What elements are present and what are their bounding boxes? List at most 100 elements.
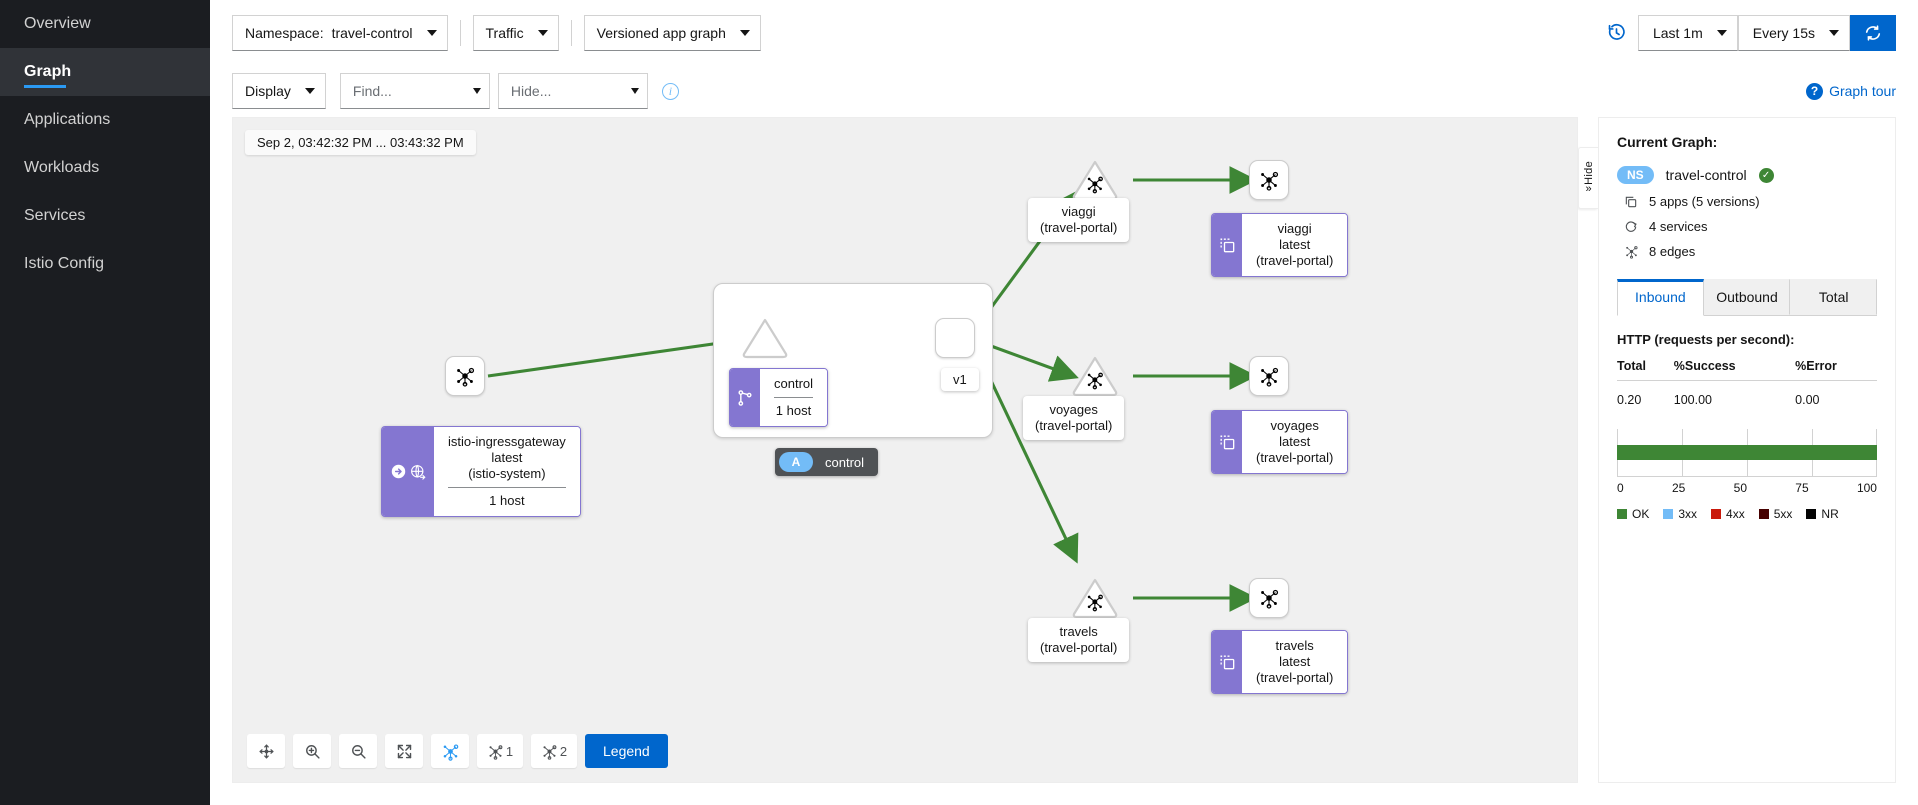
http-rates-title: HTTP (requests per second): xyxy=(1617,332,1795,347)
graph-node-travels-app-icon[interactable] xyxy=(1249,578,1289,618)
refresh-interval-selector[interactable]: Every 15s xyxy=(1737,14,1850,51)
toolbar-secondary: Display Find... Hide... i ? Graph tour xyxy=(210,65,1918,117)
graph-node-voyages-service-icon[interactable] xyxy=(1071,354,1119,403)
node-version: latest xyxy=(1279,434,1311,449)
graph-canvas[interactable]: Sep 2, 03:42:32 PM ... 03:43:32 PM xyxy=(232,117,1578,783)
time-range-value: Last 1m xyxy=(1652,24,1703,41)
info-icon[interactable]: i xyxy=(661,82,679,100)
zoom-in-icon[interactable] xyxy=(293,734,331,768)
stat-text: 8 edges xyxy=(1649,244,1696,259)
mesh-icon xyxy=(457,367,475,387)
node-card-body: istio-ingressgateway latest (istio-syste… xyxy=(434,427,580,516)
graph-layout-default-icon[interactable] xyxy=(431,734,469,768)
history-icon[interactable] xyxy=(1607,23,1626,42)
sidebar-item-istio-config[interactable]: Istio Config xyxy=(0,240,210,288)
zoom-out-icon[interactable] xyxy=(339,734,377,768)
divider xyxy=(448,487,566,488)
graph-node-control-app[interactable]: control 1 host xyxy=(729,368,829,427)
table-row: 0.20 100.00 0.00 xyxy=(1617,381,1877,407)
time-range-selector[interactable]: Last 1m xyxy=(1637,14,1738,51)
fit-to-screen-icon[interactable] xyxy=(385,734,423,768)
node-badges xyxy=(382,427,434,516)
node-namespace: (travel-portal) xyxy=(1035,418,1113,433)
summary-panel: Current Graph: NS travel-control ✓ 5 app… xyxy=(1598,117,1896,783)
graph-node-voyages-app[interactable]: voyages latest (travel-portal) xyxy=(1211,410,1349,474)
workload-branch-icon xyxy=(738,389,752,406)
legend-button[interactable]: Legend xyxy=(585,734,668,768)
tab-total[interactable]: Total xyxy=(1790,279,1878,315)
legend-item-5xx: 5xx xyxy=(1758,507,1793,521)
node-card-body: voyages latest (travel-portal) xyxy=(1242,411,1348,473)
ns-name: travel-control xyxy=(1665,167,1747,183)
legend-item-4xx: 4xx xyxy=(1711,507,1745,521)
toolbar-primary: Namespace: travel-control Traffic Versio… xyxy=(210,0,1918,65)
col-error: %Error xyxy=(1795,359,1877,381)
find-input[interactable]: Find... xyxy=(339,73,490,109)
graph-node-viaggi-app[interactable]: viaggi latest (travel-portal) xyxy=(1211,213,1349,277)
graph-node-travels-service-icon[interactable] xyxy=(1071,576,1119,625)
sidebar-item-label: Services xyxy=(24,207,86,224)
graph-node-voyages-app-icon[interactable] xyxy=(1249,356,1289,396)
graph-node-viaggi-service[interactable]: viaggi (travel-portal) xyxy=(1028,198,1130,242)
sidebar-item-graph[interactable]: Graph xyxy=(0,48,210,96)
col-success: %Success xyxy=(1673,359,1796,381)
drag-pan-icon[interactable] xyxy=(247,734,285,768)
hide-input[interactable]: Hide... xyxy=(497,73,648,109)
chevron-down-icon xyxy=(537,29,548,36)
node-badges xyxy=(1212,631,1242,693)
node-detail: 1 host xyxy=(775,403,812,418)
graph-node-voyages-service[interactable]: voyages (travel-portal) xyxy=(1023,396,1125,440)
graph-layout-2-icon[interactable]: 2 xyxy=(531,734,577,768)
graph-node-travels-service[interactable]: travels (travel-portal) xyxy=(1028,618,1130,662)
graph-type-selector[interactable]: Versioned app graph xyxy=(583,14,761,51)
tab-outbound[interactable]: Outbound xyxy=(1703,279,1791,315)
divider xyxy=(459,19,461,46)
legend-swatch xyxy=(1617,509,1627,519)
app-badge-label: control xyxy=(825,454,865,470)
node-title: control xyxy=(774,376,814,391)
graph-node-control-v1[interactable] xyxy=(935,318,975,358)
sidebar-item-overview[interactable]: Overview xyxy=(0,0,210,48)
traffic-direction-tabs: Inbound Outbound Total xyxy=(1617,279,1878,316)
sidebar-item-applications[interactable]: Applications xyxy=(0,96,210,144)
graph-tour-label: Graph tour xyxy=(1829,83,1896,99)
refresh-button[interactable] xyxy=(1850,14,1896,51)
chart-legend: OK 3xx 4xx 5xx xyxy=(1617,507,1877,521)
services-icon xyxy=(1623,220,1639,234)
namespace-selector[interactable]: Namespace: travel-control xyxy=(232,14,448,51)
legend-swatch xyxy=(1663,509,1674,519)
graph-group-badge[interactable]: A control xyxy=(775,448,879,476)
display-selector[interactable]: Display xyxy=(232,73,326,109)
graph-node-istio-ingressgateway[interactable]: istio-ingressgateway latest (istio-syste… xyxy=(381,426,581,517)
display-label: Display xyxy=(245,83,291,99)
sidebar-item-services[interactable]: Services xyxy=(0,192,210,240)
node-badges xyxy=(1212,411,1242,473)
stat-text: 5 apps (5 versions) xyxy=(1649,194,1760,209)
find-placeholder: Find... xyxy=(352,83,392,99)
graph-node-v1-label: v1 xyxy=(941,368,979,391)
graph-node-travels-app[interactable]: travels latest (travel-portal) xyxy=(1211,630,1349,694)
hide-placeholder: Hide... xyxy=(510,83,552,99)
traffic-selector[interactable]: Traffic xyxy=(472,14,559,51)
chevron-down-icon[interactable] xyxy=(472,88,481,94)
node-namespace: (travel-portal) xyxy=(1040,220,1118,235)
legend-label: 5xx xyxy=(1773,507,1793,521)
active-indicator xyxy=(24,85,66,88)
tab-inbound[interactable]: Inbound xyxy=(1617,279,1704,316)
legend-label: OK xyxy=(1632,507,1650,521)
chevron-down-icon[interactable] xyxy=(630,88,639,94)
mesh-icon xyxy=(1261,589,1279,609)
service-triangle-icon xyxy=(742,318,788,359)
node-title: travels xyxy=(1275,638,1314,653)
graph-layout-1-icon[interactable]: 1 xyxy=(477,734,523,768)
hide-panel-toggle[interactable]: Hide » xyxy=(1578,147,1598,209)
graph-node-istio-ingressgateway-icon[interactable] xyxy=(445,356,485,396)
graph-node-viaggi-app-icon[interactable] xyxy=(1249,160,1289,200)
sidebar-item-workloads[interactable]: Workloads xyxy=(0,144,210,192)
graph-tour-button[interactable]: ? Graph tour xyxy=(1806,82,1896,100)
cell-total: 0.20 xyxy=(1617,393,1642,407)
graph-node-control-service-icon[interactable] xyxy=(741,316,789,365)
service-triangle-icon xyxy=(1072,160,1118,201)
xtick-75: 75 xyxy=(1795,481,1809,495)
